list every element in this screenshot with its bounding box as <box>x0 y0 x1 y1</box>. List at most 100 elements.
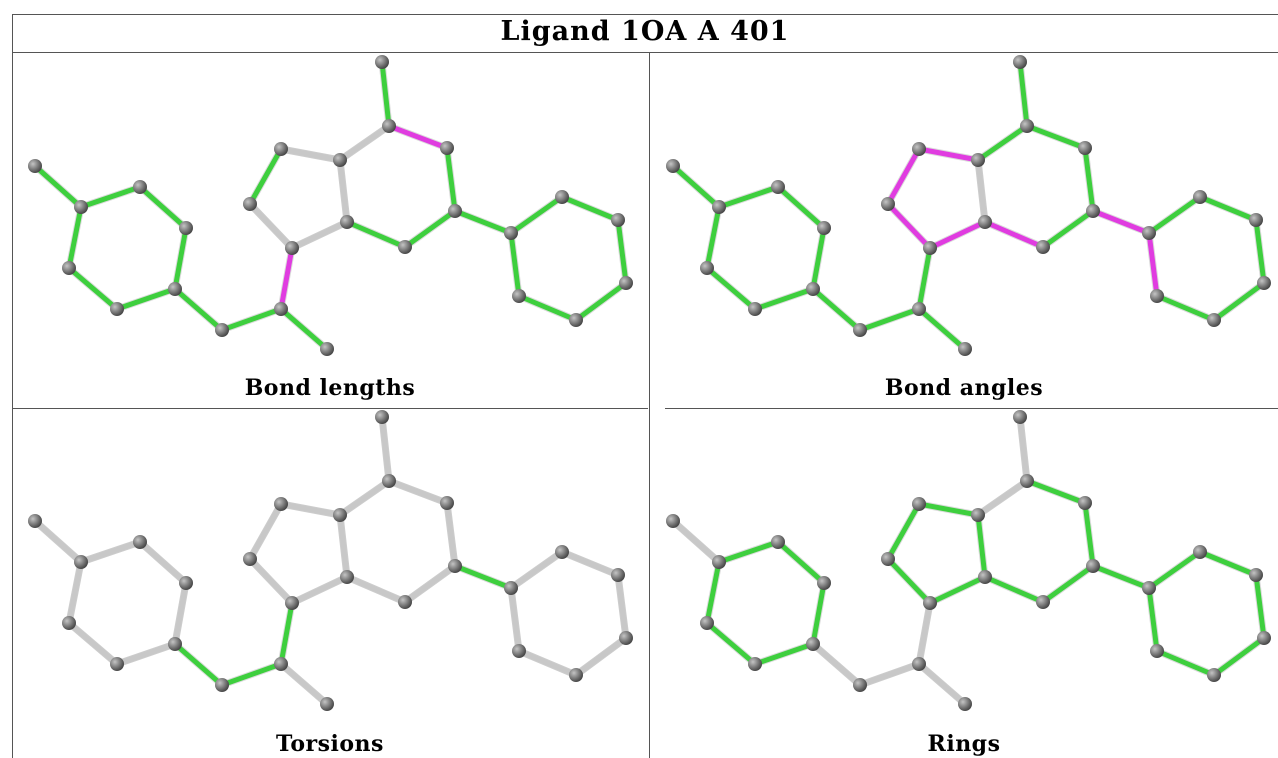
atom <box>1078 496 1092 510</box>
atom <box>817 221 831 235</box>
bond-none <box>379 414 392 484</box>
atom <box>748 657 762 671</box>
atom <box>666 514 680 528</box>
atom <box>375 55 389 69</box>
atom <box>912 142 926 156</box>
atom <box>274 657 288 671</box>
bond-none <box>247 501 284 562</box>
atom <box>712 200 726 214</box>
atom <box>133 180 147 194</box>
atom <box>1013 55 1027 69</box>
bond-ok <box>344 219 408 250</box>
bond-none <box>289 574 350 606</box>
atom <box>168 637 182 651</box>
atom <box>1193 190 1207 204</box>
panel-bond-angles <box>638 0 1278 380</box>
bond-outlier <box>386 123 450 151</box>
atom <box>340 215 354 229</box>
bond-ok <box>1146 549 1203 591</box>
atom <box>215 678 229 692</box>
atom <box>569 313 583 327</box>
atom <box>243 197 257 211</box>
atom <box>1257 631 1271 645</box>
bond-ok <box>78 184 143 210</box>
atom <box>28 514 42 528</box>
atom <box>340 570 354 584</box>
bond-ok <box>752 641 816 667</box>
bond-none <box>508 585 522 654</box>
caption-bond-lengths: Bond lengths <box>244 375 416 401</box>
atom <box>285 596 299 610</box>
bond-none <box>337 512 350 580</box>
molecule-bond-angles <box>666 55 1271 356</box>
bond-ok <box>573 280 629 323</box>
atom <box>74 555 88 569</box>
bond-ok <box>775 184 827 231</box>
bond-ok <box>516 293 579 323</box>
atom <box>978 570 992 584</box>
row-divider-left <box>12 408 648 409</box>
column-divider <box>649 52 650 758</box>
bond-ok <box>66 265 120 312</box>
atom <box>1207 668 1221 682</box>
bond-ok <box>1211 635 1267 678</box>
bond-outlier <box>1146 230 1160 299</box>
atom <box>853 323 867 337</box>
bond-ok <box>452 563 514 591</box>
bond-ok <box>172 225 189 292</box>
atom <box>569 668 583 682</box>
bond-ok <box>615 217 629 286</box>
bond-ok <box>982 574 1046 605</box>
atom <box>958 697 972 711</box>
panel-torsions <box>0 355 640 735</box>
atom <box>912 302 926 316</box>
bond-ok <box>1154 293 1217 323</box>
atom <box>771 535 785 549</box>
molecule-bond-lengths <box>28 55 633 356</box>
bond-ok <box>810 286 863 333</box>
atom <box>1142 226 1156 240</box>
bond-ok <box>1040 208 1096 250</box>
bond-ok <box>219 661 284 688</box>
bond-none <box>32 518 84 565</box>
atom <box>274 302 288 316</box>
bond-none <box>508 549 565 591</box>
bond-ok <box>508 194 565 236</box>
bond-none <box>916 600 933 667</box>
atom <box>619 276 633 290</box>
bond-outlier <box>885 146 922 207</box>
atom <box>771 180 785 194</box>
atom <box>912 657 926 671</box>
atom <box>133 535 147 549</box>
bond-ok <box>559 194 621 223</box>
bond-none <box>278 661 330 707</box>
bond-ok <box>172 286 225 333</box>
bond-none <box>337 157 350 225</box>
atom <box>440 496 454 510</box>
bond-none <box>78 539 143 565</box>
bond-ok <box>716 539 781 565</box>
bond-ok <box>1146 194 1203 236</box>
bond-ok <box>716 184 781 210</box>
bond-ok <box>1211 280 1267 323</box>
atom <box>110 302 124 316</box>
bond-ok <box>857 306 922 333</box>
bond-none <box>337 478 392 518</box>
bond-ok <box>975 512 988 580</box>
bond-none <box>66 559 84 626</box>
bond-none <box>247 556 295 606</box>
atom <box>971 153 985 167</box>
bond-ok <box>916 501 981 518</box>
atom <box>1193 545 1207 559</box>
bond-none <box>444 500 458 569</box>
bond-ok <box>114 286 178 312</box>
atom <box>333 508 347 522</box>
bond-none <box>857 661 922 688</box>
atom <box>1257 276 1271 290</box>
title-divider <box>12 52 1278 53</box>
atom <box>555 190 569 204</box>
bond-none <box>670 518 722 565</box>
atom <box>274 497 288 511</box>
atom <box>398 595 412 609</box>
bond-none <box>402 563 458 605</box>
